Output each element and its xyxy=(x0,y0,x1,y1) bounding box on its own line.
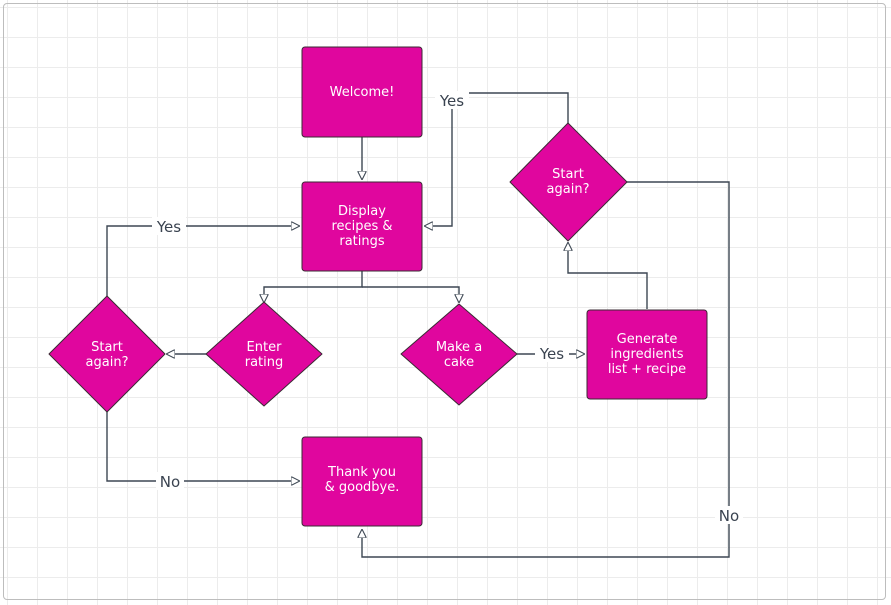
node-display-line-2: recipes & xyxy=(331,219,392,234)
node-generate-line-1: Generate xyxy=(617,332,678,347)
node-enter-rating: Enter rating xyxy=(205,301,323,407)
node-display-line-3: ratings xyxy=(339,234,385,249)
node-display-line-1: Display xyxy=(338,204,386,219)
svg-text:No: No xyxy=(719,507,739,525)
node-display-recipes: Display recipes & ratings xyxy=(301,181,423,272)
node-start-again-left-line-1: Start xyxy=(91,340,123,355)
node-thank-you-line-1: Thank you xyxy=(327,465,396,480)
node-thank-you-line-2: & goodbye. xyxy=(325,480,400,495)
node-start-again-right: Start again? xyxy=(509,122,628,242)
node-start-again-right-line-1: Start xyxy=(552,167,584,182)
node-enter-rating-line-1: Enter xyxy=(247,340,283,355)
edge-generate-to-start-again-right xyxy=(568,243,648,309)
node-generate-ingredients: Generate ingredients list + recipe xyxy=(586,309,708,400)
svg-text:Yes: Yes xyxy=(156,218,181,236)
node-start-again-left: Start again? xyxy=(48,295,166,413)
edge-display-to-enter-rating xyxy=(264,271,363,302)
edge-label-no-left: No xyxy=(156,472,184,491)
node-welcome: Welcome! xyxy=(301,46,423,138)
canvas-frame xyxy=(3,3,886,600)
node-start-again-left-line-2: again? xyxy=(86,355,129,370)
edge-label-yes-top: Yes xyxy=(435,91,469,110)
edge-display-to-make-cake xyxy=(362,286,459,302)
edge-label-yes-make-cake: Yes xyxy=(535,344,569,363)
node-welcome-line-1: Welcome! xyxy=(330,85,395,100)
edge-label-no-right: No xyxy=(715,506,743,525)
node-thank-you: Thank you & goodbye. xyxy=(301,436,423,527)
node-make-cake-line-2: cake xyxy=(444,355,474,370)
edge-start-again-right-no-to-thank-you xyxy=(362,181,730,558)
node-enter-rating-line-2: rating xyxy=(245,355,284,370)
edge-label-yes-left: Yes xyxy=(152,217,186,236)
node-generate-line-3: list + recipe xyxy=(608,362,686,377)
edge-start-again-left-no-to-thank-you xyxy=(106,412,299,481)
svg-text:Yes: Yes xyxy=(439,92,464,110)
svg-text:No: No xyxy=(160,473,180,491)
edge-start-again-left-yes-to-display xyxy=(106,226,299,296)
node-generate-line-2: ingredients xyxy=(610,347,683,362)
svg-text:Yes: Yes xyxy=(539,345,564,363)
node-make-cake-line-1: Make a xyxy=(436,340,482,355)
node-start-again-right-line-2: again? xyxy=(547,182,590,197)
node-make-a-cake: Make a cake xyxy=(400,303,518,406)
